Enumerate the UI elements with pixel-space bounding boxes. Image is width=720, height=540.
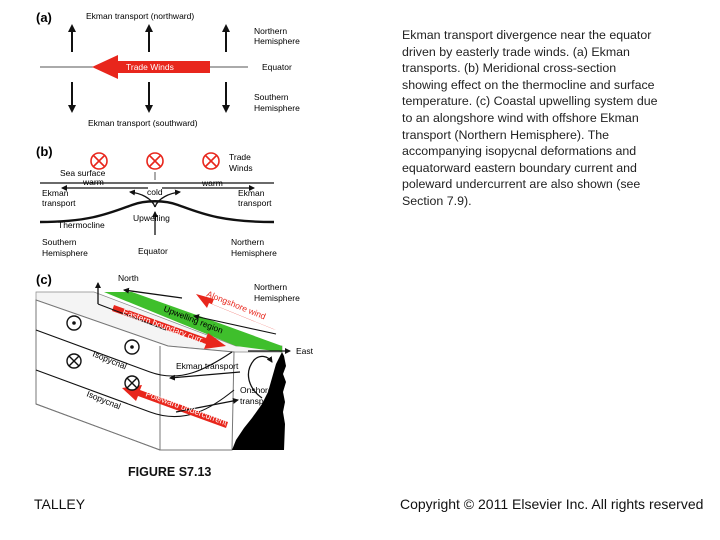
out-of-page-symbol	[124, 339, 140, 355]
panel-b-sea-surface-1: Sea surface	[60, 168, 106, 178]
land-mass	[232, 352, 286, 450]
offshore-ekman-arrow	[123, 287, 183, 299]
panel-b-trade-2: Winds	[229, 163, 253, 173]
panel-b-equator: Equator	[138, 246, 168, 256]
wind-into-page-symbol	[90, 152, 108, 170]
panel-c-nh-1: Northern	[254, 282, 287, 292]
onshore-transport-arrow	[175, 398, 239, 413]
ekman-transport-arrow	[169, 371, 241, 381]
alongshore-wind-arrow	[196, 294, 276, 330]
panel-b-sh-2: Hemisphere	[42, 248, 88, 258]
panel-b-trade-1: Trade	[229, 152, 251, 162]
footer-author: TALLEY	[34, 496, 86, 512]
wind-into-page-symbol	[202, 152, 220, 170]
into-page-symbol	[66, 353, 82, 369]
panel-a-tag: (a)	[36, 10, 52, 25]
out-of-page-symbol	[66, 315, 82, 331]
panel-b-tag: (b)	[36, 144, 53, 159]
wind-into-page-symbol	[146, 152, 164, 170]
trade-winds-arrow	[92, 55, 210, 79]
panel-b-cold: cold	[147, 187, 163, 197]
eastern-boundary-current-arrow	[112, 305, 226, 349]
panel-b-nh-2: Hemisphere	[231, 248, 277, 258]
upwelling-green-strip	[104, 292, 282, 352]
panel-b: (b) Sea surface warm Ekman transport col…	[36, 144, 277, 258]
surface-ekman-arrow	[193, 314, 277, 335]
panel-c-onshore-1: Onshore	[240, 385, 273, 395]
panel-a-south-label: Ekman transport (southward)	[88, 118, 198, 128]
panel-b-ekman-left-2: transport	[42, 198, 76, 208]
panel-b-upwelling: Upwelling	[133, 213, 170, 223]
footer-copyright: Copyright © 2011 Elsevier Inc. All right…	[400, 496, 704, 512]
upwelling-arrow-right	[154, 189, 181, 208]
panel-a: (a) Ekman transport (northward) Ekman tr…	[36, 10, 300, 128]
panel-a-north-label: Ekman transport (northward)	[86, 11, 194, 21]
panel-a-equator-label: Equator	[262, 62, 292, 72]
panel-c: (c) Nor	[35, 272, 314, 451]
panel-b-sea-surface-2: warm	[82, 177, 104, 187]
panel-a-nh-line1: Northern	[254, 26, 287, 36]
panel-a-sh-line1: Southern	[254, 92, 289, 102]
panel-b-sh-1: Southern	[42, 237, 77, 247]
isopycnal-line-1	[35, 329, 233, 377]
panel-b-warm-right: warm	[201, 178, 223, 188]
panel-b-ekman-right-2: transport	[238, 198, 272, 208]
north-guide	[97, 303, 167, 331]
trade-winds-label: Trade Winds	[126, 62, 174, 72]
upwelling-arrow-left	[129, 189, 156, 208]
poleward-undercurrent-arrow	[122, 385, 228, 428]
figure-caption: Ekman transport divergence near the equa…	[402, 28, 658, 208]
panel-b-ekman-right-1: Ekman	[238, 188, 265, 198]
panel-b-nh-1: Northern	[231, 237, 264, 247]
panel-c-ekman-transport: Ekman transport	[176, 361, 239, 371]
panel-c-north: North	[118, 273, 139, 283]
panel-a-nh-line2: Hemisphere	[254, 36, 300, 46]
figure-number: FIGURE S7.13	[128, 465, 212, 479]
panel-b-thermocline: Thermocline	[58, 220, 105, 230]
panel-b-ekman-left-1: Ekman	[42, 188, 69, 198]
into-page-symbol	[124, 375, 140, 391]
panel-c-east: East	[296, 346, 314, 356]
panel-a-sh-line2: Hemisphere	[254, 103, 300, 113]
block-bottom-edge	[35, 403, 161, 451]
upwelling-circulation-arrow	[247, 355, 273, 399]
panel-c-onshore-2: transport	[240, 396, 274, 406]
panel-c-tag: (c)	[36, 272, 52, 287]
panel-c-nh-2: Hemisphere	[254, 293, 300, 303]
thermocline-curve	[39, 200, 275, 224]
